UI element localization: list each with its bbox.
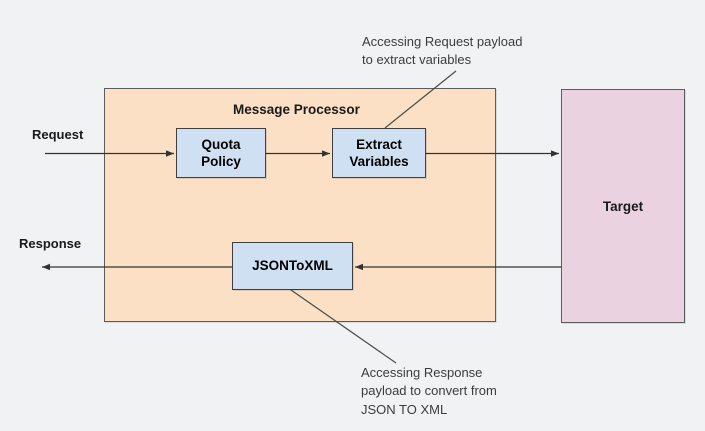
policy-label-line1: Quota	[201, 136, 241, 152]
policy-label-line1: Extract	[356, 136, 402, 152]
policy-box-extract-variables[interactable]: Extract Variables	[332, 128, 426, 178]
policy-box-jsontoxml[interactable]: JSONToXML	[232, 242, 353, 290]
message-processor-title: Message Processor	[233, 102, 360, 117]
annotation-response-payload: Accessing Response payload to convert fr…	[361, 365, 497, 417]
policy-label-line1: JSONToXML	[252, 258, 333, 274]
policy-label-line2: Policy	[201, 154, 241, 169]
policy-label-line2: Variables	[349, 154, 409, 169]
flow-label-request: Request	[32, 127, 84, 142]
leader-line-response-annotation	[290, 289, 397, 364]
flow-label-response: Response	[19, 236, 82, 251]
policy-box-quota-policy[interactable]: Quota Policy	[176, 128, 266, 178]
target-container: Target	[561, 89, 685, 323]
target-label: Target	[602, 198, 644, 214]
leader-line-request-annotation	[384, 70, 457, 129]
annotation-request-payload: Accessing Request payload to extract var…	[362, 34, 523, 68]
